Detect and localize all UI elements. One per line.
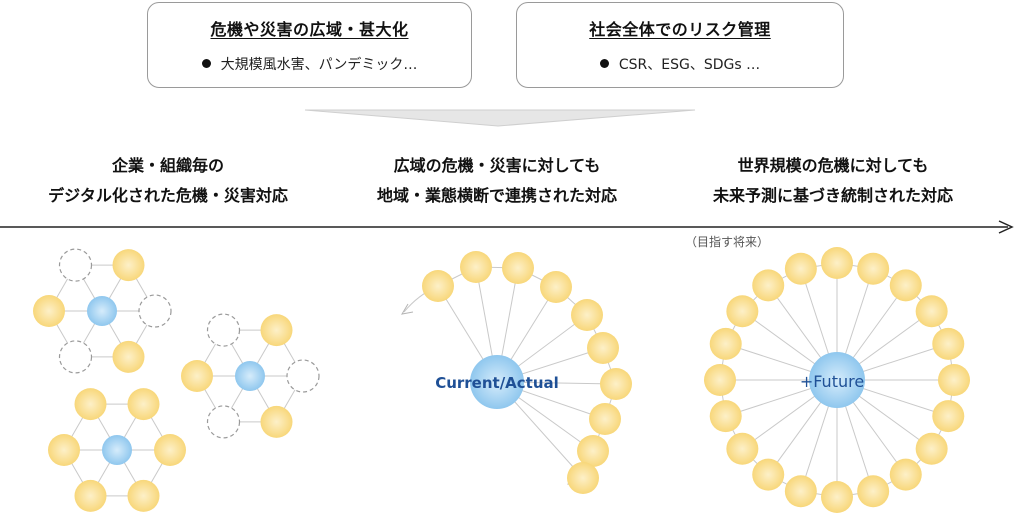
member-node [48, 434, 80, 466]
member-node [74, 388, 107, 421]
member-node [726, 295, 759, 328]
member-node [127, 388, 160, 421]
member-node [577, 435, 609, 467]
member-node [460, 251, 492, 283]
member-node [932, 327, 965, 360]
trend-box-title: 危機や災害の広域・甚大化 [210, 20, 409, 39]
open-end-arrow-icon [401, 303, 414, 315]
stage-heading-line: 広域の危機・災害に対しても [393, 156, 601, 175]
stage-heading-line: 未来予測に基づき統制された対応 [712, 186, 954, 205]
stage-heading-line: 地域・業態横断で連携された対応 [376, 186, 618, 205]
member-node [704, 364, 736, 396]
empty-node [138, 294, 172, 328]
member-node [932, 400, 965, 433]
trend-box-title: 社会全体でのリスク管理 [589, 20, 771, 39]
hub-label-future: +Future [800, 372, 864, 391]
member-node [587, 332, 619, 364]
member-node [181, 360, 213, 392]
member-node [127, 479, 160, 512]
member-node [154, 434, 186, 466]
member-node [260, 314, 293, 347]
hub-node [87, 296, 117, 326]
bullet-icon [599, 59, 609, 68]
member-node [571, 299, 603, 331]
hub-node [235, 361, 265, 391]
member-node [709, 400, 742, 433]
future-note: （目指す将来） [685, 235, 770, 249]
member-node [33, 295, 65, 327]
empty-node [286, 359, 320, 393]
member-node [260, 405, 293, 438]
bullet-icon [201, 59, 211, 68]
trend-box-item: CSR、ESG、SDGs … [517, 54, 843, 74]
stage-heading-3: 世界規模の危機に対しても 未来予測に基づき統制された対応 [713, 151, 953, 211]
member-node [74, 479, 107, 512]
member-node [726, 432, 759, 465]
member-node [589, 403, 621, 435]
empty-node [58, 248, 93, 282]
trend-box-item-text: 大規模風水害、パンデミック… [220, 57, 418, 73]
member-node [915, 295, 948, 328]
hub-node [470, 355, 524, 409]
hub-node [102, 435, 132, 465]
member-node [889, 458, 922, 491]
stage-heading-2: 広域の危機・災害に対しても 地域・業態横断で連携された対応 [377, 151, 617, 211]
stage-heading-1: 企業・組織毎の デジタル化された危機・災害対応 [48, 151, 288, 211]
member-node [821, 481, 853, 513]
empty-node [58, 340, 93, 374]
member-node [821, 247, 853, 279]
member-node [752, 458, 785, 491]
member-node [857, 475, 890, 508]
trend-box-item: 大規模風水害、パンデミック… [148, 54, 471, 74]
member-node [915, 432, 948, 465]
stage-heading-line: 世界規模の危機に対しても [737, 156, 929, 175]
member-node [567, 462, 599, 494]
hub-node [809, 352, 865, 408]
trend-box-item-text: CSR、ESG、SDGs … [618, 57, 761, 73]
member-node [422, 270, 454, 302]
member-node [857, 252, 890, 285]
empty-node [206, 313, 241, 347]
timeline-arrowhead-icon [998, 220, 1014, 234]
trend-box-disaster: 危機や災害の広域・甚大化 大規模風水害、パンデミック… [147, 2, 472, 88]
member-node [752, 269, 785, 302]
member-node [938, 364, 970, 396]
member-node [540, 271, 572, 303]
funnel-arrow-icon [304, 109, 696, 127]
empty-node [206, 405, 241, 439]
stage-heading-line: デジタル化された危機・災害対応 [48, 186, 288, 205]
trend-box-risk: 社会全体でのリスク管理 CSR、ESG、SDGs … [516, 2, 844, 88]
hub-label-current: Current/Actual [435, 374, 559, 392]
member-node [112, 340, 145, 373]
member-node [600, 368, 632, 400]
stage-heading-line: 企業・組織毎の [111, 156, 224, 175]
member-node [784, 475, 817, 508]
member-node [889, 269, 922, 302]
member-node [112, 249, 145, 282]
member-node [502, 252, 534, 284]
member-node [784, 252, 817, 285]
member-node [709, 327, 742, 360]
